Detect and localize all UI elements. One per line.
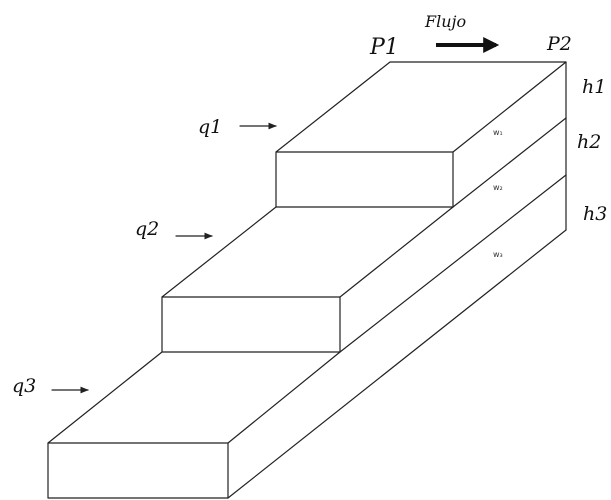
layer-2-front-face	[161, 296, 341, 353]
layer-3-left-top-edge	[47, 351, 163, 444]
q3-label: q3	[12, 375, 36, 397]
layer-1	[275, 61, 567, 208]
layer-3	[47, 174, 567, 499]
flow-label: Flujo	[424, 12, 466, 31]
layer-2-right-top-edge	[339, 206, 454, 298]
layer-2	[161, 117, 567, 353]
w1-label: w₁	[493, 128, 503, 137]
p2-label: P2	[546, 33, 572, 55]
w2-label: w₂	[493, 183, 503, 192]
w3-label: w₃	[493, 250, 503, 259]
h1-label: h1	[582, 76, 606, 98]
q2-label: q2	[135, 218, 159, 240]
h3-label: h3	[583, 203, 607, 225]
layer-3-side-bottom-edge	[227, 229, 567, 499]
layer-3-front-face	[47, 442, 229, 499]
layer-1-front-face	[275, 151, 454, 208]
layer-1-top-face	[275, 61, 567, 153]
h2-label: h2	[577, 131, 601, 153]
layer-3-right-top-edge	[227, 351, 341, 444]
layer-2-side-bottom-edge	[339, 174, 567, 353]
p1-label: P1	[369, 35, 399, 60]
layer-2-left-top-edge	[161, 206, 277, 298]
layer-1-side-bottom-edge	[452, 117, 567, 208]
q1-label: q1	[198, 116, 222, 138]
